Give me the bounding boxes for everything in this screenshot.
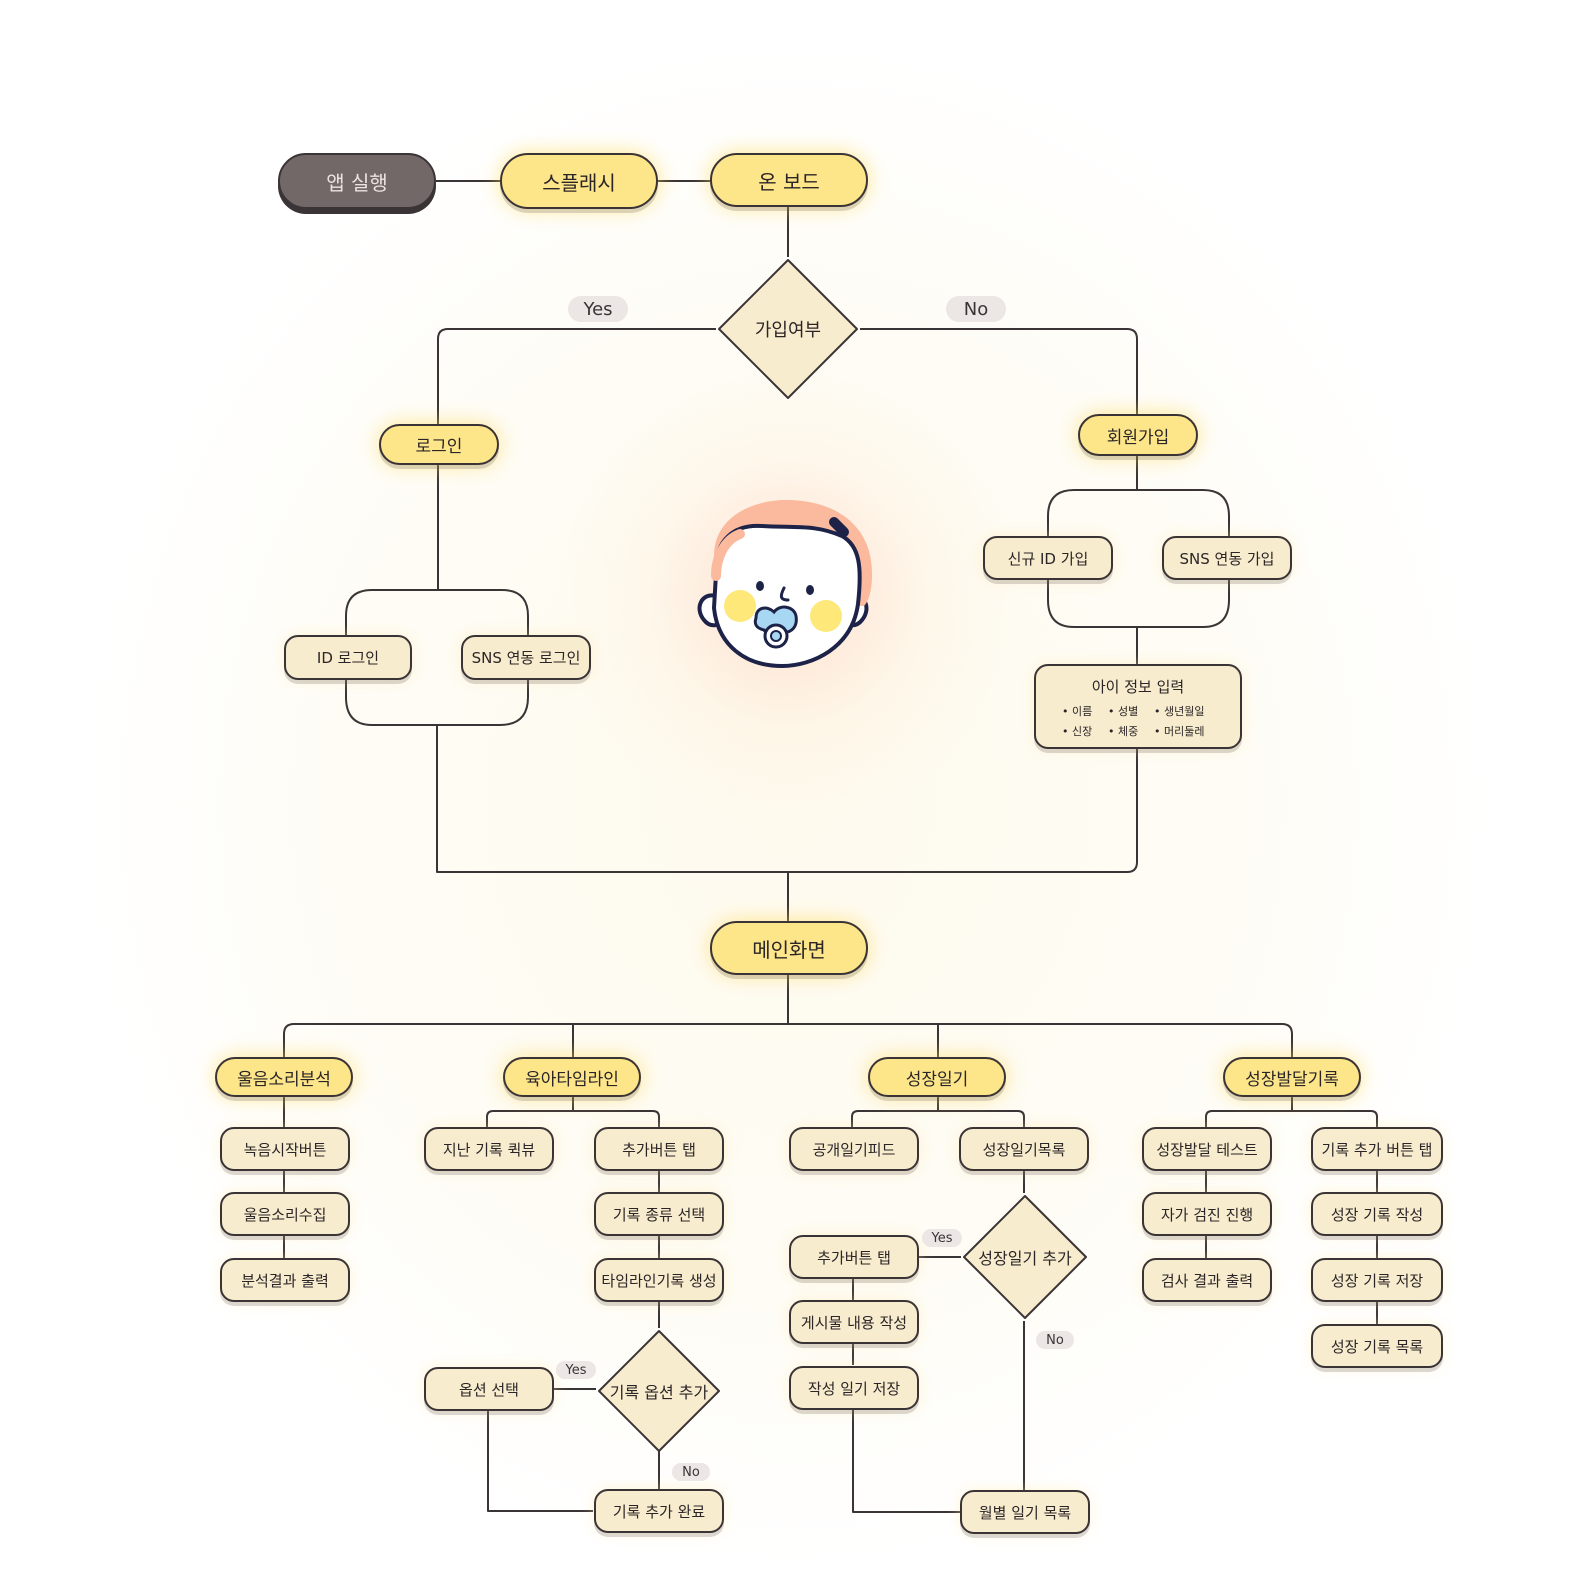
signed-up-label: 가입여부 xyxy=(754,320,822,341)
growth-add-tab-node: 기록 추가 버튼 탭 xyxy=(1311,1127,1443,1171)
growth-diary-node: 성장일기 xyxy=(868,1057,1006,1097)
growth-record-node: 성장발달기록 xyxy=(1223,1057,1361,1097)
main-screen-node: 메인화면 xyxy=(710,921,868,975)
login-node: 로그인 xyxy=(379,424,499,465)
diary-add-decision: 성장일기 추가 xyxy=(961,1193,1089,1321)
diary-yes-tag: Yes xyxy=(922,1229,962,1247)
diary-save-node: 작성 일기 저장 xyxy=(789,1366,919,1410)
analysis-result-node: 분석결과 출력 xyxy=(220,1258,350,1302)
timeline-create-node: 타임라인기록 생성 xyxy=(594,1258,724,1302)
child-info-node: 아이 정보 입력 • 이름 • 성별 • 생년월일 • 신장 • 체중 • 머리… xyxy=(1034,664,1242,749)
growth-test-node: 성장발달 테스트 xyxy=(1142,1127,1272,1171)
timeline-yes-tag: Yes xyxy=(556,1361,596,1379)
child-field-gender: • 성별 xyxy=(1108,705,1139,718)
id-login-node: ID 로그인 xyxy=(284,635,412,680)
onboard-node: 온 보드 xyxy=(710,153,868,207)
child-info-title: 아이 정보 입력 xyxy=(1091,678,1185,696)
yes-tag-top: Yes xyxy=(568,296,628,322)
sns-login-node: SNS 연동 로그인 xyxy=(461,635,591,680)
no-tag-top: No xyxy=(946,296,1006,322)
cry-analysis-node: 울음소리분석 xyxy=(215,1057,353,1097)
signup-node: 회원가입 xyxy=(1078,414,1198,456)
diary-add-tab-node: 추가버튼 탭 xyxy=(789,1235,919,1279)
test-result-node: 검사 결과 출력 xyxy=(1142,1258,1272,1302)
self-check-node: 자가 검진 진행 xyxy=(1142,1192,1272,1236)
quick-view-node: 지난 기록 퀵뷰 xyxy=(424,1127,554,1171)
diary-add-label: 성장일기 추가 xyxy=(978,1249,1072,1268)
growth-list-node: 성장 기록 목록 xyxy=(1311,1324,1443,1368)
child-field-name: • 이름 xyxy=(1062,705,1093,718)
timeline-add-tab-node: 추가버튼 탭 xyxy=(594,1127,724,1171)
diary-list-node: 성장일기목록 xyxy=(959,1127,1089,1171)
record-done-node: 기록 추가 완료 xyxy=(594,1489,724,1533)
timeline-no-tag: No xyxy=(672,1463,710,1481)
post-write-node: 게시물 내용 작성 xyxy=(789,1300,919,1344)
signed-up-decision: 가입여부 xyxy=(716,257,860,401)
sns-signup-node: SNS 연동 가입 xyxy=(1162,536,1292,580)
timeline-node: 육아타임라인 xyxy=(503,1057,641,1097)
child-field-birthdate: • 생년월일 xyxy=(1154,705,1205,718)
child-field-height: • 신장 xyxy=(1062,725,1093,738)
option-select-node: 옵션 선택 xyxy=(424,1367,554,1411)
growth-write-node: 성장 기록 작성 xyxy=(1311,1192,1443,1236)
record-option-label: 기록 옵션 추가 xyxy=(609,1383,709,1402)
monthly-diary-node: 월별 일기 목록 xyxy=(960,1490,1090,1534)
app-launch-node: 앱 실행 xyxy=(278,153,436,209)
record-option-decision: 기록 옵션 추가 xyxy=(596,1328,722,1454)
public-feed-node: 공개일기피드 xyxy=(789,1127,919,1171)
child-field-head: • 머리둘레 xyxy=(1154,725,1205,738)
child-field-weight: • 체중 xyxy=(1108,725,1139,738)
new-id-signup-node: 신규 ID 가입 xyxy=(983,536,1113,580)
child-info-fields: • 이름 • 성별 • 생년월일 • 신장 • 체중 • 머리둘레 xyxy=(1062,703,1214,739)
diary-no-tag: No xyxy=(1036,1331,1074,1349)
baby-illustration xyxy=(697,500,872,668)
growth-save-node: 성장 기록 저장 xyxy=(1311,1258,1443,1302)
record-type-node: 기록 종류 선택 xyxy=(594,1192,724,1236)
cry-collect-node: 울음소리수집 xyxy=(220,1192,350,1236)
record-start-node: 녹음시작버튼 xyxy=(220,1127,350,1171)
splash-node: 스플래시 xyxy=(500,153,658,209)
